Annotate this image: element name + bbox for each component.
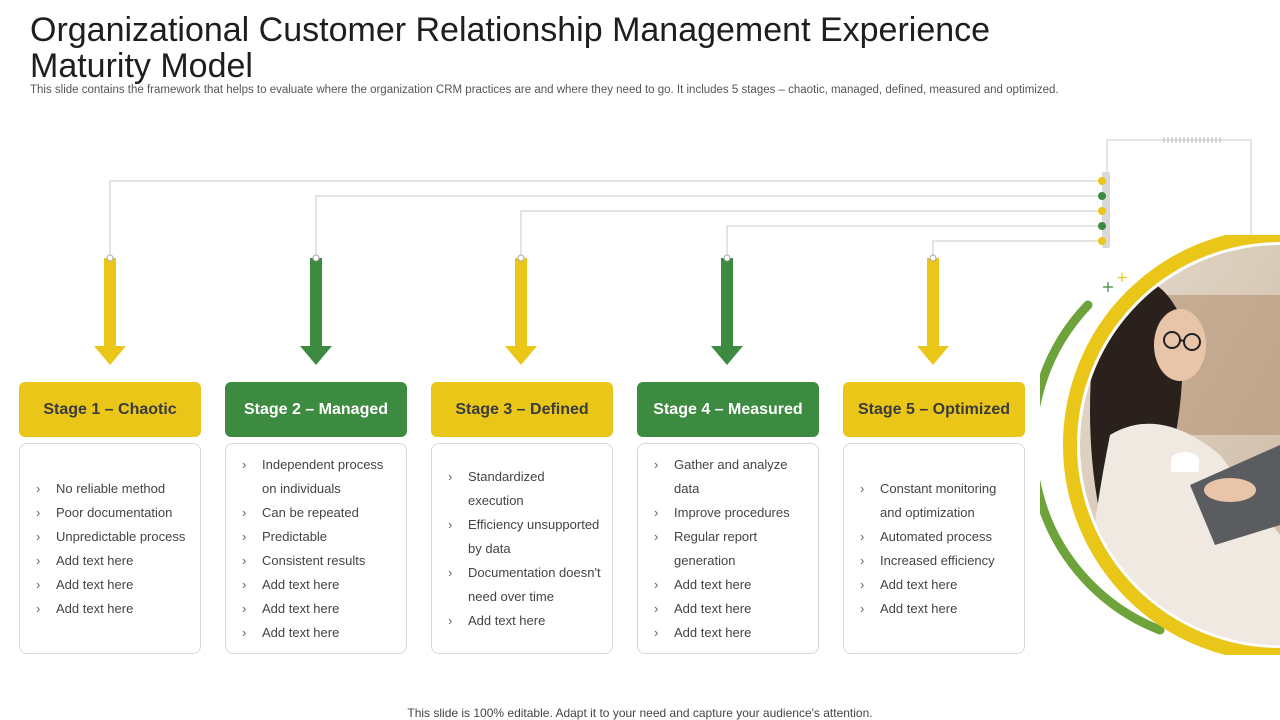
list-item: Gather and analyze data <box>654 453 808 501</box>
list-item: Constant monitoring and optimization <box>860 477 1014 525</box>
list-item: Poor documentation <box>36 501 190 525</box>
dial-dot-2 <box>1098 192 1106 200</box>
stage-1-header: Stage 1 – Chaotic <box>19 382 201 437</box>
list-item: Independent process on individuals <box>242 453 396 501</box>
connector-line-stage-5 <box>932 240 1102 258</box>
list-item: Unpredictable process <box>36 525 190 549</box>
dial-dot-3 <box>1098 207 1106 215</box>
list-item: Add text here <box>860 573 1014 597</box>
list-item: Automated process <box>860 525 1014 549</box>
dial-top-line <box>1106 139 1252 238</box>
sparkle-icon <box>1103 273 1127 292</box>
stage-1-list: No reliable method Poor documentation Un… <box>36 477 190 621</box>
list-item: Add text here <box>654 621 808 645</box>
page-subtitle: This slide contains the framework that h… <box>30 84 1059 96</box>
stage-4-header: Stage 4 – Measured <box>637 382 819 437</box>
stage-4-list: Gather and analyze data Improve procedur… <box>654 453 808 645</box>
list-item: Efficiency unsupported by data <box>448 513 602 561</box>
list-item: Add text here <box>242 573 396 597</box>
list-item: Standardized execution <box>448 465 602 513</box>
list-item: Add text here <box>36 549 190 573</box>
list-item: Add text here <box>242 597 396 621</box>
stage-5-header: Stage 5 – Optimized <box>843 382 1025 437</box>
list-item: Documentation doesn't need over time <box>448 561 602 609</box>
list-item: Add text here <box>242 621 396 645</box>
stage-5-box: Constant monitoring and optimization Aut… <box>843 443 1025 654</box>
decorative-photo <box>1040 235 1280 655</box>
stage-1-box: No reliable method Poor documentation Un… <box>19 443 201 654</box>
list-item: Add text here <box>448 609 602 633</box>
green-arc <box>1040 300 1165 635</box>
stage-2-box: Independent process on individuals Can b… <box>225 443 407 654</box>
list-item: No reliable method <box>36 477 190 501</box>
footer-note: This slide is 100% editable. Adapt it to… <box>407 706 873 720</box>
connector-line-stage-1 <box>109 180 1102 258</box>
stage-2-list: Independent process on individuals Can b… <box>242 453 396 645</box>
list-item: Predictable <box>242 525 396 549</box>
dial-dot-5 <box>1098 237 1106 245</box>
list-item: Regular report generation <box>654 525 808 573</box>
arrow-stage-3 <box>505 254 537 365</box>
list-item: Add text here <box>654 573 808 597</box>
arrow-stage-5 <box>917 254 949 365</box>
list-item: Add text here <box>36 573 190 597</box>
page-title: Organizational Customer Relationship Man… <box>30 11 991 85</box>
tick-marks <box>1163 137 1221 143</box>
list-item: Improve procedures <box>654 501 808 525</box>
list-item: Add text here <box>36 597 190 621</box>
arrow-stage-1 <box>94 254 126 365</box>
yellow-ring <box>1063 235 1280 655</box>
dial-dot-1 <box>1098 177 1106 185</box>
list-item: Can be repeated <box>242 501 396 525</box>
connector-line-stage-4 <box>726 225 1102 258</box>
connector-line-stage-3 <box>520 210 1102 258</box>
list-item: Add text here <box>860 597 1014 621</box>
arrow-stage-4 <box>711 254 743 365</box>
list-item: Add text here <box>654 597 808 621</box>
connector-diagram <box>94 137 1252 365</box>
stage-3-box: Standardized execution Efficiency unsupp… <box>431 443 613 654</box>
stage-2-header: Stage 2 – Managed <box>225 382 407 437</box>
stage-3-list: Standardized execution Efficiency unsupp… <box>448 465 602 633</box>
dial-dot-4 <box>1098 222 1106 230</box>
stage-3-header: Stage 3 – Defined <box>431 382 613 437</box>
list-item: Consistent results <box>242 549 396 573</box>
stage-4-box: Gather and analyze data Improve procedur… <box>637 443 819 654</box>
list-item: Increased efficiency <box>860 549 1014 573</box>
connector-line-stage-2 <box>315 195 1102 258</box>
arrow-stage-2 <box>300 254 332 365</box>
stage-5-list: Constant monitoring and optimization Aut… <box>860 477 1014 621</box>
